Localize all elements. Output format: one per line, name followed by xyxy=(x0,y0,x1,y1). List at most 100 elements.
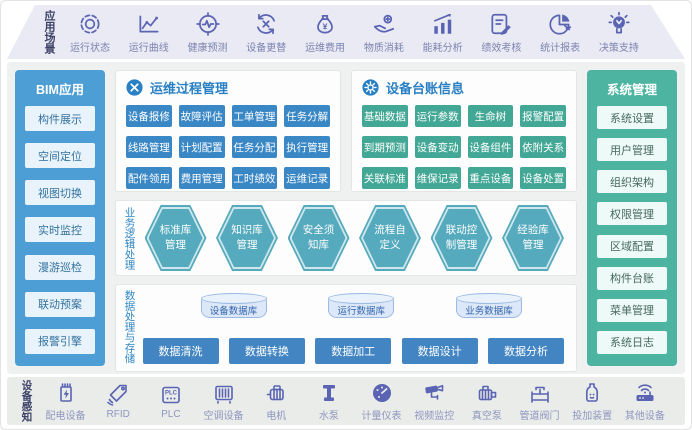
scenario-item-label: 统计报表 xyxy=(540,42,581,54)
scenario-item-label: 绩效考核 xyxy=(481,42,522,54)
device-item-label: 其他设备 xyxy=(624,410,665,422)
bim-item-roaming-inspection[interactable]: 漫游巡检 xyxy=(25,254,95,280)
ledger-btn-equipment-disposal[interactable]: 设备处置 xyxy=(520,167,566,189)
scenario-item-equipment-replace[interactable]: 设备更替 xyxy=(240,11,292,54)
ops-btn-parts-requisition[interactable]: 配件领用 xyxy=(126,167,172,189)
power-distribution-icon xyxy=(54,381,78,405)
scenario-item-maintenance-cost[interactable]: ¥ 运维费用 xyxy=(299,11,351,54)
ops-btn-task-decomposition[interactable]: 任务分解 xyxy=(284,105,330,127)
device-item-rfid[interactable]: RFID xyxy=(94,383,142,420)
data-btn-processing[interactable]: 数据加工 xyxy=(315,337,392,364)
device-item-plc[interactable]: PLC PLC xyxy=(147,383,195,420)
bim-item-alarm-engine[interactable]: 报警引擎 xyxy=(25,328,95,354)
hex-label-line: 管理 xyxy=(236,239,258,251)
scenario-item-material-consumption[interactable]: 物质消耗 xyxy=(358,11,410,54)
ledger-btn-equipment-change[interactable]: 设备变动 xyxy=(414,136,461,158)
system-item-permission-management[interactable]: 权限管理 xyxy=(597,202,667,226)
ledger-btn-life-tree[interactable]: 生命树 xyxy=(467,105,514,127)
bim-item-realtime-monitor[interactable]: 实时监控 xyxy=(25,217,95,243)
scenario-item-run-status[interactable]: 运行状态 xyxy=(64,11,116,54)
database-label: 设备数据库 xyxy=(209,306,258,317)
ops-btn-maintenance-record[interactable]: 运维记录 xyxy=(284,167,330,189)
device-item-power-distribution[interactable]: 配电设备 xyxy=(42,381,90,422)
device-item-video-surveillance[interactable]: 视频监控 xyxy=(410,381,458,422)
ops-btn-plan-config[interactable]: 计划配置 xyxy=(178,136,225,158)
ledger-btn-basic-data[interactable]: 基础数据 xyxy=(362,105,408,127)
device-item-pipe-valve[interactable]: 管道阀门 xyxy=(516,381,564,422)
system-item-user-management[interactable]: 用户管理 xyxy=(597,138,667,162)
device-item-label: PLC xyxy=(161,408,181,420)
device-item-other-equipment[interactable]: 其他设备 xyxy=(621,381,669,422)
hex-safety-instructions[interactable]: 安全须知库 xyxy=(287,205,350,271)
ops-btn-task-assignment[interactable]: 任务分配 xyxy=(231,136,278,158)
scenario-item-energy-analysis[interactable]: 能耗分析 xyxy=(417,11,469,54)
ops-btn-execution-management[interactable]: 执行管理 xyxy=(284,136,330,158)
scenario-item-decision-support[interactable]: 决策支持 xyxy=(593,11,645,54)
scenario-item-label: 健康预测 xyxy=(187,42,228,54)
equipment-replace-icon xyxy=(253,11,279,37)
dosing-device-icon xyxy=(580,381,604,405)
ledger-btn-maintenance-record[interactable]: 维保记录 xyxy=(414,167,461,189)
data-btn-conversion[interactable]: 数据转换 xyxy=(228,337,305,364)
tools-icon xyxy=(126,79,143,96)
bim-item-spatial-positioning[interactable]: 空间定位 xyxy=(25,143,95,169)
hex-linkage-control[interactable]: 联动控制管理 xyxy=(430,205,493,271)
system-panel-title: 系统管理 xyxy=(606,83,657,97)
device-item-air-conditioner[interactable]: 空调设备 xyxy=(200,381,248,422)
hex-knowledge-library[interactable]: 知识库管理 xyxy=(216,205,278,271)
gear-icon xyxy=(362,79,379,96)
bim-item-linkage-plan[interactable]: 联动预案 xyxy=(25,291,95,317)
system-item-component-ledger[interactable]: 构件台账 xyxy=(597,266,667,290)
scenario-item-run-curve[interactable]: 运行曲线 xyxy=(123,11,175,54)
ledger-panel-header: 设备台账信息 xyxy=(362,78,566,97)
device-item-meter[interactable]: 计量仪表 xyxy=(358,381,406,422)
device-perception-bar: 设备感知 配电设备 RFID PLC PLC xyxy=(7,377,685,425)
performance-assessment-icon xyxy=(488,11,514,37)
system-item-system-log[interactable]: 系统日志 xyxy=(597,330,667,354)
device-item-label: 管道阀门 xyxy=(519,410,560,422)
device-item-motor[interactable]: 电机 xyxy=(252,381,300,422)
scenario-item-statistics-report[interactable]: 统计报表 xyxy=(534,11,586,54)
center-column: 运维过程管理 设备报修 故障评估 工单管理 任务分解 线路管理 计划配置 任务分… xyxy=(115,70,577,372)
motor-icon xyxy=(264,381,288,405)
system-item-area-config[interactable]: 区域配置 xyxy=(597,234,667,258)
hex-standard-library[interactable]: 标准库管理 xyxy=(144,205,207,271)
system-item-menu-management[interactable]: 菜单管理 xyxy=(597,298,667,322)
ledger-btn-expiry-forecast[interactable]: 到期预测 xyxy=(362,136,408,158)
device-items: 配电设备 RFID PLC PLC 空调设备 xyxy=(42,381,670,422)
scenario-bar-title: 应用场景 xyxy=(43,10,55,54)
ops-btn-work-order[interactable]: 工单管理 xyxy=(231,105,278,127)
system-item-org-structure[interactable]: 组织架构 xyxy=(597,170,667,194)
ops-btn-route-management[interactable]: 线路管理 xyxy=(126,136,172,158)
hex-experience-library[interactable]: 经验库管理 xyxy=(502,205,564,271)
running-database-cylinder: 运行数据库 xyxy=(328,293,395,318)
ops-btn-fault-assessment[interactable]: 故障评估 xyxy=(178,105,225,127)
bim-item-view-switch[interactable]: 视图切换 xyxy=(25,180,95,206)
scenario-items: 运行状态 运行曲线 健康预测 设备更替 xyxy=(64,11,645,54)
ops-btn-equipment-repair[interactable]: 设备报修 xyxy=(126,105,172,127)
top-panels-row: 运维过程管理 设备报修 故障评估 工单管理 任务分解 线路管理 计划配置 任务分… xyxy=(115,70,577,192)
ops-btn-labor-performance[interactable]: 工时绩效 xyxy=(231,167,278,189)
ledger-btn-key-equipment[interactable]: 重点设备 xyxy=(467,167,514,189)
run-curve-icon xyxy=(136,11,162,37)
ledger-btn-equipment-components[interactable]: 设备组件 xyxy=(467,136,514,158)
ledger-btn-dependency-relation[interactable]: 依附关系 xyxy=(520,136,566,158)
hex-process-customization[interactable]: 流程自定义 xyxy=(359,205,421,271)
data-btn-design[interactable]: 数据设计 xyxy=(401,337,478,364)
system-item-settings[interactable]: 系统设置 xyxy=(597,106,667,129)
scenario-item-label: 能耗分析 xyxy=(422,42,463,54)
ledger-btn-related-standards[interactable]: 关联标准 xyxy=(362,167,408,189)
data-btn-analysis[interactable]: 数据分析 xyxy=(488,337,564,364)
ledger-btn-running-parameters[interactable]: 运行参数 xyxy=(414,105,461,127)
data-btn-cleaning[interactable]: 数据清洗 xyxy=(142,337,219,364)
device-item-dosing-device[interactable]: 投加装置 xyxy=(568,381,616,422)
device-item-water-pump[interactable]: 水泵 xyxy=(305,381,353,422)
ledger-btn-alarm-config[interactable]: 报警配置 xyxy=(520,105,566,127)
scenario-item-health-forecast[interactable]: 健康预测 xyxy=(182,11,234,54)
scenario-item-performance-assessment[interactable]: 绩效考核 xyxy=(475,11,527,54)
ops-btn-cost-management[interactable]: 费用管理 xyxy=(178,167,225,189)
bim-item-component-display[interactable]: 构件展示 xyxy=(25,106,95,131)
pipe-valve-icon xyxy=(528,381,552,405)
device-item-vacuum-pump[interactable]: 真空泵 xyxy=(463,381,511,422)
vacuum-pump-icon xyxy=(475,381,499,405)
